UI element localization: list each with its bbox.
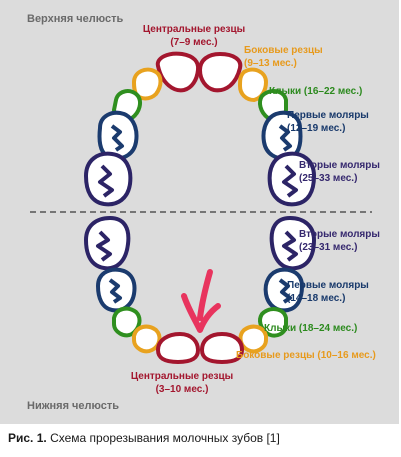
lower-second-molar-left [83, 215, 131, 271]
upper-first-molar-right-fissure [278, 124, 292, 152]
lower-central-incisors-name: Центральные резцы [130, 371, 234, 382]
upper-first-molars-name: Первые моляры [287, 110, 369, 121]
upper-central-incisor-left [155, 51, 201, 93]
figure-caption-text: Схема прорезывания молочных зубов [1] [46, 431, 280, 445]
lower-second-molars-age: (23–31 мес.) [299, 242, 358, 253]
lower-first-molar-right-fissure [278, 278, 292, 304]
upper-central-incisors-name: Центральные резцы [142, 24, 246, 35]
lower-central-incisor-right [199, 331, 245, 365]
lower-central-incisors-age: (3–10 мес.) [155, 384, 209, 395]
figure-caption-prefix: Рис. 1. [8, 431, 47, 445]
upper-first-molar-left-fissure [110, 124, 124, 152]
lower-canines-label: Клыки (18–24 мес.) [264, 323, 358, 334]
lower-jaw-label: Нижняя челюсть [27, 400, 120, 412]
upper-lateral-incisors-age: (9–13 мес.) [244, 58, 297, 69]
lower-first-molar-left-fissure [108, 278, 122, 304]
upper-first-molars-age: (12–19 мес.) [287, 123, 346, 134]
upper-lateral-incisor-right [237, 67, 269, 103]
lower-canine-right [258, 307, 288, 338]
lower-lateral-incisor-left [132, 324, 162, 354]
upper-jaw-label: Верхняя челюсть [27, 13, 124, 25]
upper-lateral-incisors-name: Боковые резцы [244, 45, 323, 56]
lower-central-incisor-left [155, 331, 201, 365]
upper-canines-label: Клыки (16–22 мес.) [269, 86, 363, 97]
lower-first-molars-age: (14–18 мес.) [287, 293, 346, 304]
eruption-arrow [181, 269, 221, 333]
lower-second-molars-name: Вторые моляры [299, 229, 380, 240]
upper-central-incisors-age: (7–9 мес.) [170, 37, 218, 48]
upper-second-molar-left [83, 151, 133, 207]
upper-second-molar-left-fissure [98, 164, 114, 198]
upper-second-molars-age: (25–33 мес.) [299, 173, 358, 184]
upper-lateral-incisor-left [131, 67, 163, 101]
lower-second-molar-right [269, 215, 317, 271]
lower-lateral-incisor-right [238, 324, 268, 354]
figure-caption: Рис. 1. Схема прорезывания молочных зубо… [8, 431, 280, 445]
upper-second-molar-right [267, 151, 317, 207]
lower-canine-left [112, 306, 142, 338]
upper-second-molar-right-fissure [282, 164, 298, 198]
upper-central-incisor-right [197, 51, 243, 93]
lower-second-molar-left-fissure [96, 230, 112, 262]
upper-second-molars-name: Вторые моляры [299, 160, 380, 171]
lower-first-molars-name: Первые моляры [287, 280, 369, 291]
lower-lateral-incisors-label: Боковые резцы (10–16 мес.) [236, 350, 376, 361]
lower-second-molar-right-fissure [282, 230, 298, 262]
